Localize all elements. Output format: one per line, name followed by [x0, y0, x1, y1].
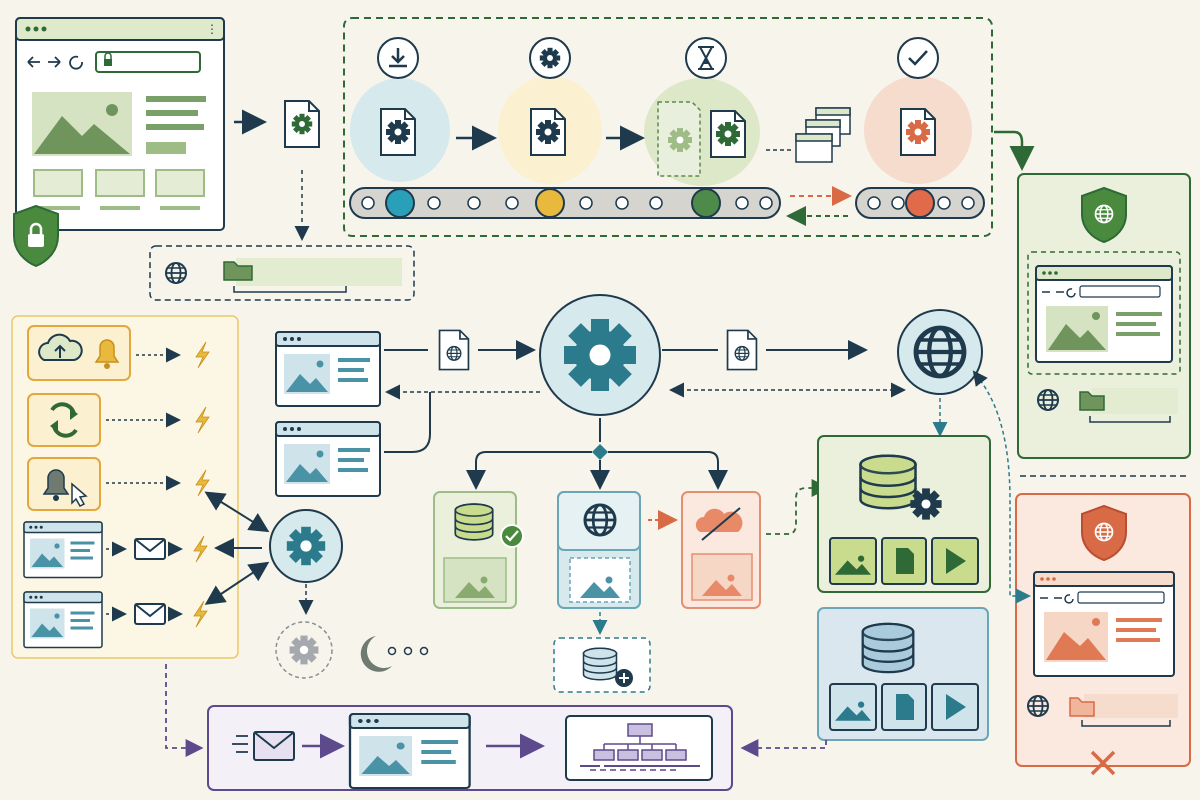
request-document — [438, 329, 470, 371]
bell-cursor-icon — [42, 469, 88, 507]
forward-icon — [48, 56, 61, 68]
envelope-icon — [134, 603, 166, 625]
moon-icon — [360, 636, 392, 672]
central-processing-gear — [539, 294, 661, 416]
check-icon — [897, 37, 939, 79]
play-icon — [946, 548, 966, 574]
check-icon — [500, 524, 524, 548]
secure-site-panel — [1017, 173, 1191, 459]
envelope-icon — [134, 538, 166, 560]
conveyor-belt-main — [349, 187, 781, 219]
offline-card — [681, 491, 761, 609]
stage-marker-download — [385, 188, 415, 218]
stage-process-document — [530, 108, 566, 156]
refresh-icon — [50, 402, 78, 438]
new-database-box — [553, 637, 651, 693]
folder-icon — [223, 261, 253, 281]
address-bar — [95, 51, 201, 73]
browser-window-source: ⋮ — [15, 17, 225, 231]
trigger-panel — [11, 315, 239, 659]
web-fetch-card — [557, 491, 641, 609]
svg-text:⋮: ⋮ — [206, 22, 218, 36]
document-icon — [896, 694, 914, 720]
sitemap-icon — [580, 723, 700, 771]
stage-download-document — [380, 108, 416, 156]
globe-icon — [165, 262, 187, 284]
queued-windows — [795, 107, 851, 163]
close-icon — [1090, 750, 1116, 776]
bell-icon — [94, 339, 120, 363]
stage-wait-documents — [657, 101, 746, 177]
stage-marker-wait — [691, 188, 721, 218]
reload-icon — [69, 55, 83, 70]
client-window-bottom — [275, 421, 381, 497]
download-icon — [377, 37, 419, 79]
trigger-gear — [269, 509, 343, 583]
cache-database-card — [433, 491, 524, 609]
storage-location-box — [149, 245, 415, 301]
lock-shield-icon — [13, 204, 59, 268]
config-document — [284, 100, 320, 148]
media-storage-blue — [817, 607, 989, 741]
globe-shield-icon — [1081, 504, 1127, 562]
web-globe-node — [897, 309, 983, 395]
stage-marker-complete — [905, 188, 935, 218]
stage-marker-process — [535, 188, 565, 218]
pipeline-container — [343, 17, 993, 237]
play-icon — [946, 694, 966, 720]
response-document — [726, 329, 758, 371]
idle-gear — [275, 621, 333, 679]
conveyor-belt-output — [855, 187, 985, 219]
document-icon — [896, 548, 914, 574]
globe-shield-icon — [1081, 186, 1127, 244]
blocked-site-panel — [1015, 493, 1191, 776]
hourglass-icon — [685, 37, 727, 79]
notification-flow — [207, 705, 733, 791]
client-window-top — [275, 331, 381, 407]
lock-icon — [104, 59, 112, 66]
media-storage-green — [817, 435, 991, 593]
gear-icon — [529, 37, 571, 79]
stage-complete-document — [900, 108, 936, 156]
back-icon — [27, 56, 40, 68]
